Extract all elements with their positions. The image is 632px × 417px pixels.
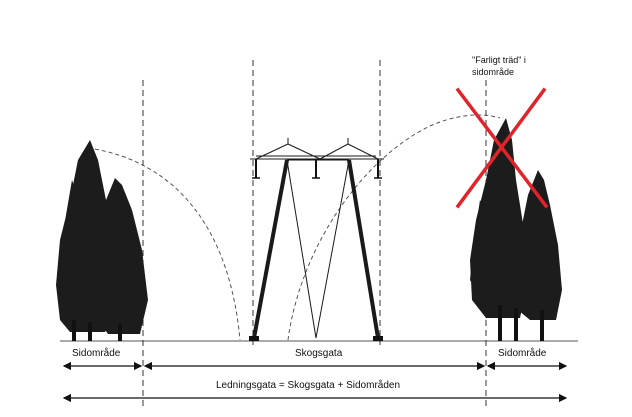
side-area-left-label: Sidområde [72, 347, 121, 359]
left-trees [56, 140, 148, 341]
line-corridor-label: Ledningsgata = Skogsgata + Sidområden [216, 379, 400, 391]
right-trees [470, 118, 562, 341]
power-line-tower [249, 138, 384, 341]
dangerous-tree-label-line1: "Farligt träd" i [472, 55, 526, 65]
fall-arc-left [87, 147, 241, 341]
fall-arc-right [287, 114, 501, 341]
forest-corridor-label: Skogsgata [295, 348, 343, 359]
dangerous-tree-cross-icon [455, 87, 549, 209]
side-area-right-label: Sidområde [498, 347, 547, 359]
dangerous-tree-label-line2: sidområde [472, 67, 514, 77]
